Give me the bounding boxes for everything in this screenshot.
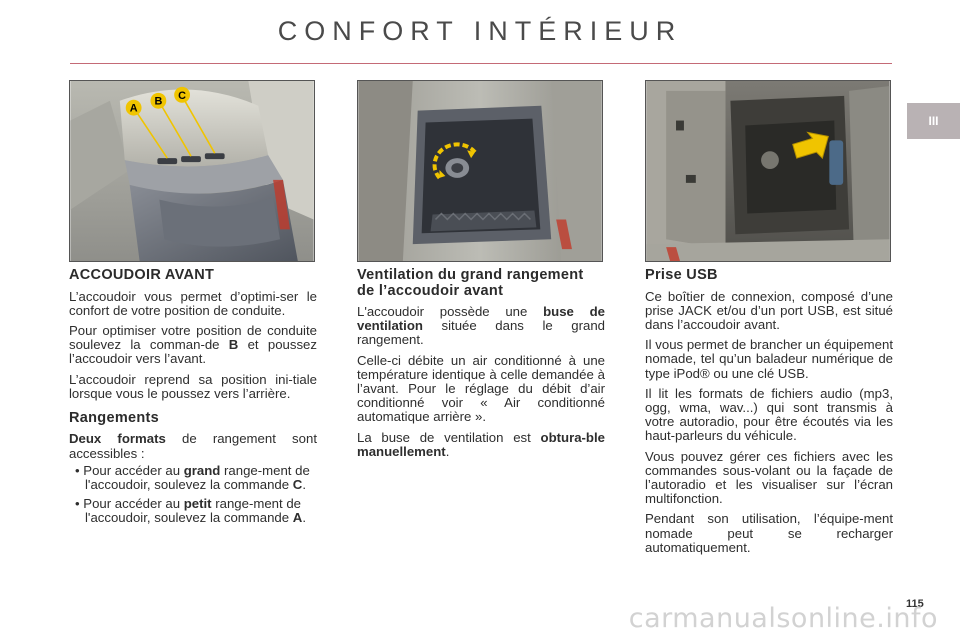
page-number: 115: [906, 598, 924, 610]
armrest-adjust-text: Pour optimiser votre position de conduit…: [69, 322, 317, 367]
usb-box-illustration: [646, 81, 890, 261]
list-item: • Pour accéder au grand range-ment de l'…: [75, 462, 310, 493]
armrest-illustration: A B C: [70, 81, 314, 261]
svg-text:B: B: [154, 96, 162, 108]
usb-paragraph: Ce boîtier de connexion, composé d’une p…: [645, 288, 893, 332]
callout-b: B: [150, 92, 167, 109]
usb-paragraph: Vous pouvez gérer ces fichiers avec les …: [645, 448, 893, 507]
usb-paragraph: Il lit les formats de fichiers audio (mp…: [645, 385, 893, 444]
ventilation-illustration: [358, 81, 602, 261]
armrest-photo: A B C: [69, 80, 315, 262]
page-title: CONFORT INTÉRIEUR: [277, 16, 683, 46]
usb-heading: Prise USB: [645, 267, 718, 283]
title-divider: [70, 63, 892, 64]
ventilation-section: Ventilation du grand rangement de l’acco…: [357, 267, 605, 465]
svg-text:C: C: [178, 90, 186, 102]
svg-text:A: A: [130, 103, 138, 115]
usb-section: Prise USB Ce boîtier de connexion, compo…: [645, 267, 893, 561]
usb-paragraph: Pendant son utilisation, l’équipe-ment n…: [645, 511, 893, 555]
ventilation-description: Celle-ci débite un air conditionné à une…: [357, 352, 605, 425]
ventilation-heading: Ventilation du grand rangement de l’acco…: [357, 267, 584, 299]
storage-list: • Pour accéder au grand range-ment de l'…: [69, 462, 317, 526]
storage-heading: Rangements: [69, 409, 160, 426]
list-item: • Pour accéder au petit range-ment de l'…: [75, 496, 306, 526]
storage-intro: Deux formats de rangement sont accessibl…: [69, 431, 317, 461]
watermark: carmanualsonline.info: [628, 603, 938, 634]
usb-paragraph: Il vous permet de brancher un équipement…: [645, 337, 893, 381]
armrest-heading: ACCOUDOIR AVANT: [69, 267, 215, 283]
armrest-intro: L’accoudoir vous permet d’optimi-ser le …: [69, 288, 317, 318]
armrest-return-text: L’accoudoir reprend sa position ini-tial…: [69, 371, 317, 401]
armrest-section: ACCOUDOIR AVANT L’accoudoir vous permet …: [69, 267, 317, 531]
callout-c: C: [174, 86, 191, 103]
ventilation-shutter-text: La buse de ventilation est obtura-ble ma…: [357, 429, 605, 459]
chapter-tab[interactable]: III: [907, 103, 960, 139]
callout-a: A: [125, 99, 142, 116]
ventilation-intro: L'accoudoir possède une buse de ventilat…: [357, 304, 605, 348]
usb-box-photo: [645, 80, 891, 262]
ventilation-photo: [357, 80, 603, 262]
